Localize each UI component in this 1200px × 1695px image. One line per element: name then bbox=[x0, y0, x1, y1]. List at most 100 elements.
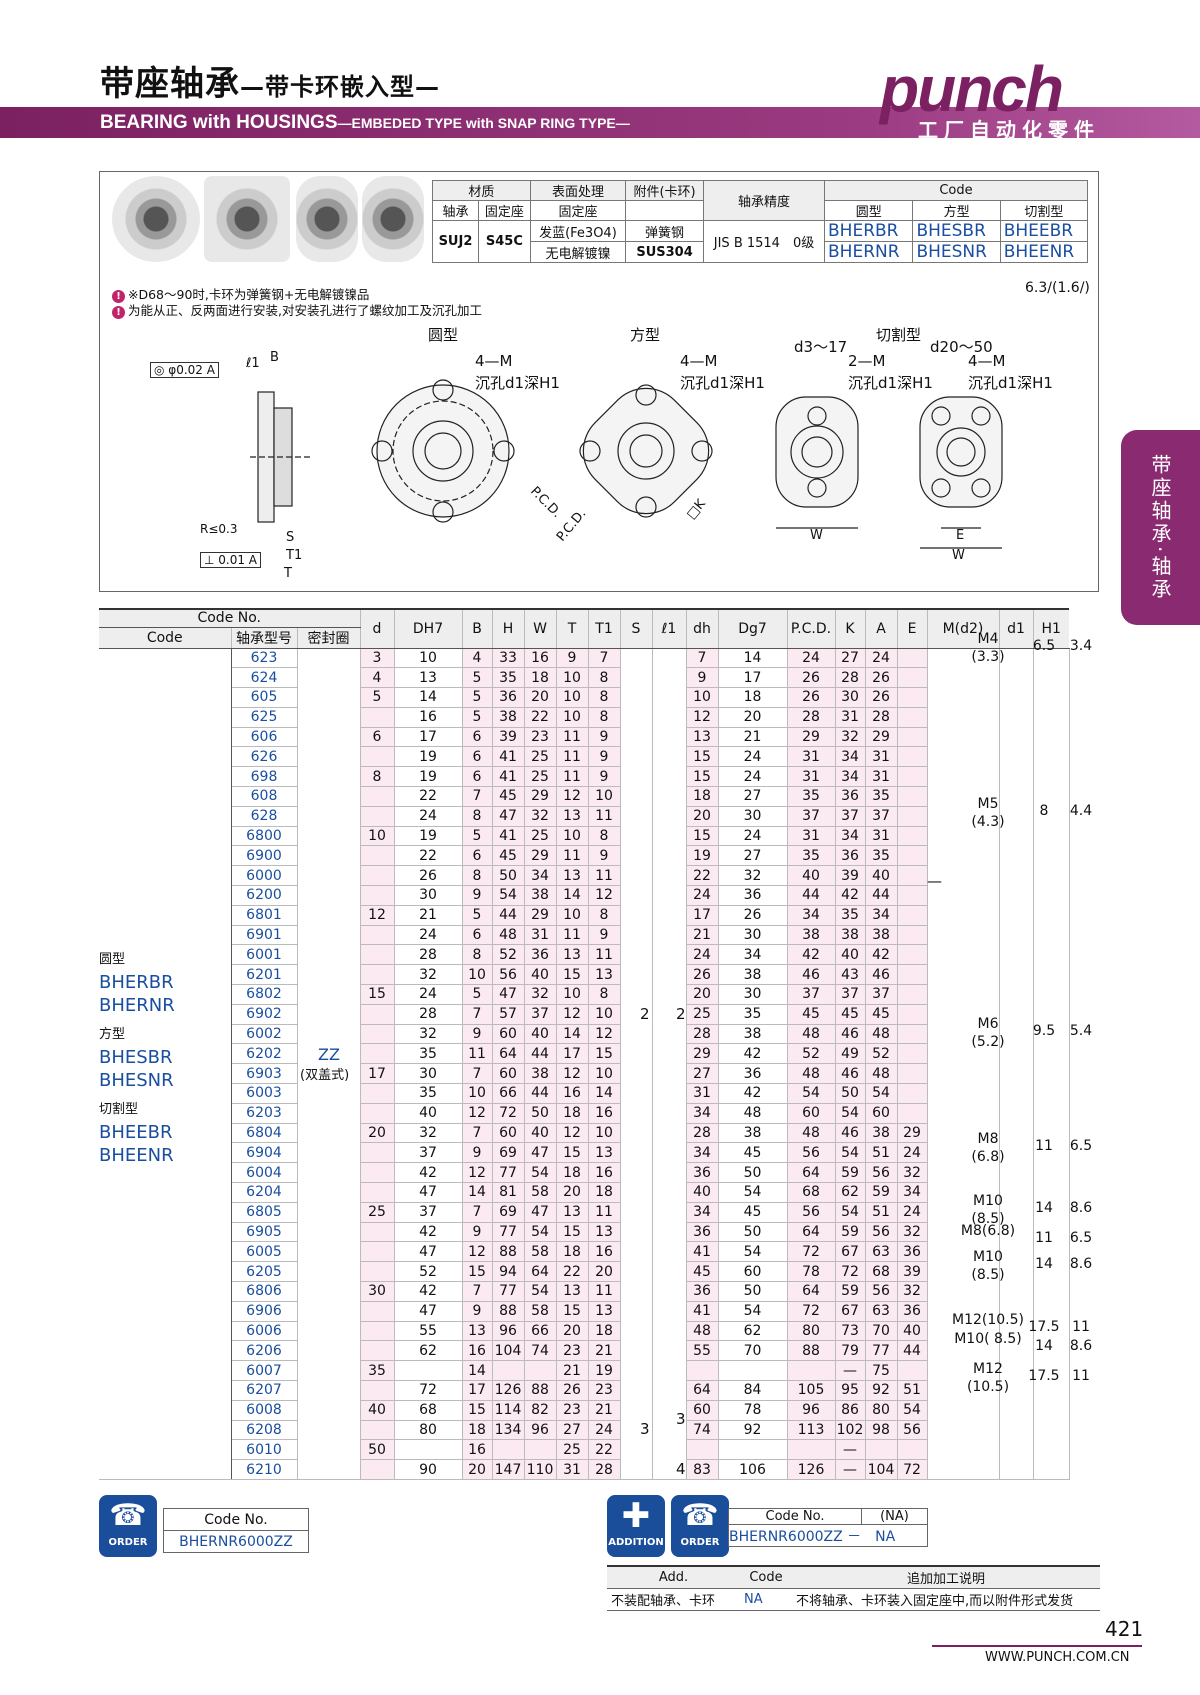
col-dh7: 10 bbox=[394, 648, 463, 669]
h-model: 轴承型号 bbox=[231, 627, 298, 649]
col-dh: 74 bbox=[686, 1420, 719, 1441]
col-7: 13 bbox=[588, 1301, 621, 1322]
sus304: SUS304 bbox=[625, 241, 704, 263]
col-dh7: 47 bbox=[394, 1301, 463, 1322]
col-5: 40 bbox=[524, 1123, 557, 1144]
col-4: 64 bbox=[492, 1043, 525, 1065]
col-dg7: 62 bbox=[718, 1321, 788, 1342]
col-3: 10 bbox=[462, 964, 493, 986]
col-a: 98 bbox=[865, 1420, 898, 1441]
t1-label: T1 bbox=[286, 548, 303, 563]
col-pcd: 80 bbox=[787, 1321, 836, 1342]
col-7: 11 bbox=[588, 1281, 621, 1302]
sink-label-cut2: 沉孔d1深H1 bbox=[968, 374, 1053, 392]
col-6: 12 bbox=[556, 1123, 589, 1144]
col-4: 104 bbox=[492, 1340, 525, 1362]
col-pcd: 105 bbox=[787, 1380, 836, 1401]
d1-value: 14 bbox=[1035, 1256, 1053, 1272]
col-dg7: 42 bbox=[718, 1043, 788, 1065]
col-3: 8 bbox=[462, 865, 493, 887]
code-type-list: 圆型 BHERBR BHERNR 方型 BHESBR BHESNR 切割型 BH… bbox=[99, 948, 175, 1167]
col-dh: 15 bbox=[686, 746, 719, 768]
col-4: 57 bbox=[492, 1004, 525, 1025]
order-code-label: Code No. bbox=[163, 1508, 309, 1531]
col-a: 31 bbox=[865, 826, 898, 847]
col-a: 60 bbox=[865, 1103, 898, 1124]
col-k: 38 bbox=[835, 925, 866, 946]
col-dg7: 45 bbox=[718, 1142, 788, 1164]
col-3: 12 bbox=[462, 1162, 493, 1184]
add-code: NA bbox=[740, 1588, 792, 1611]
col-3: 6 bbox=[462, 746, 493, 768]
col-dh7: 37 bbox=[394, 1202, 463, 1223]
bearing-model: 6207 bbox=[231, 1380, 298, 1401]
h1-value: 8.6 bbox=[1069, 1338, 1093, 1354]
col-dg7: 24 bbox=[718, 826, 788, 847]
col-dg7 bbox=[718, 1439, 788, 1461]
col-dh7: 13 bbox=[394, 667, 463, 689]
col-4: 77 bbox=[492, 1222, 525, 1243]
col-d bbox=[360, 1420, 395, 1441]
h-k: K bbox=[835, 609, 866, 649]
col-e bbox=[897, 727, 928, 748]
col-k: 102 bbox=[835, 1420, 866, 1441]
technical-drawings bbox=[250, 379, 1003, 549]
m-value: M12(10.5) bbox=[966, 1361, 1010, 1395]
col-6: 15 bbox=[556, 1142, 589, 1164]
h1-value: 11 bbox=[1072, 1368, 1090, 1384]
col-dg7: 17 bbox=[718, 667, 788, 689]
bearing-model: 6205 bbox=[231, 1261, 298, 1282]
col-3: 7 bbox=[462, 1202, 493, 1223]
col-6: 13 bbox=[556, 1202, 589, 1223]
col-4: 81 bbox=[492, 1182, 525, 1203]
col-pcd: 31 bbox=[787, 746, 836, 768]
h-code: Code bbox=[99, 627, 232, 649]
col-6: 11 bbox=[556, 766, 589, 788]
square-label: 方型 bbox=[912, 200, 1001, 221]
col-6: 18 bbox=[556, 1103, 589, 1124]
col-d bbox=[360, 845, 395, 867]
col-dh: 60 bbox=[686, 1400, 719, 1421]
addition-button[interactable]: ✚ADDITION bbox=[607, 1495, 665, 1557]
accessory-header: 附件(卡环) bbox=[625, 180, 704, 201]
col-5: 82 bbox=[524, 1400, 557, 1421]
col-k: 34 bbox=[835, 826, 866, 847]
bearing-model: 6210 bbox=[231, 1459, 298, 1480]
order-button-2[interactable]: ☎ORDER bbox=[671, 1495, 729, 1557]
col-e bbox=[897, 1083, 928, 1104]
col-d: 4 bbox=[360, 667, 395, 689]
col-6: 10 bbox=[556, 687, 589, 708]
h1-value: 11 bbox=[1072, 1319, 1090, 1335]
col-3: 16 bbox=[462, 1340, 493, 1362]
m-value: M8(6.8) bbox=[971, 1131, 1005, 1165]
col-pcd: 35 bbox=[787, 786, 836, 807]
col-5: 25 bbox=[524, 826, 557, 847]
footer-rule bbox=[932, 1645, 1142, 1647]
col-dg7: 54 bbox=[718, 1301, 788, 1322]
bearing-model: 606 bbox=[231, 727, 298, 748]
plus-icon: ✚ bbox=[621, 1496, 651, 1536]
col-dh7: 19 bbox=[394, 766, 463, 788]
type-cut-code2: BHEENR bbox=[99, 1145, 174, 1166]
col-e bbox=[897, 1024, 928, 1045]
col-d bbox=[360, 925, 395, 946]
col-6: 12 bbox=[556, 786, 589, 807]
add-header: Add. bbox=[607, 1566, 740, 1589]
col-3: 7 bbox=[462, 1063, 493, 1085]
col-3: 18 bbox=[462, 1420, 493, 1441]
col-a: 51 bbox=[865, 1202, 898, 1223]
order-button[interactable]: ☎ORDER bbox=[99, 1495, 157, 1557]
col-d: 25 bbox=[360, 1202, 395, 1223]
col-5: 29 bbox=[524, 905, 557, 926]
col-7: 15 bbox=[588, 1043, 621, 1065]
